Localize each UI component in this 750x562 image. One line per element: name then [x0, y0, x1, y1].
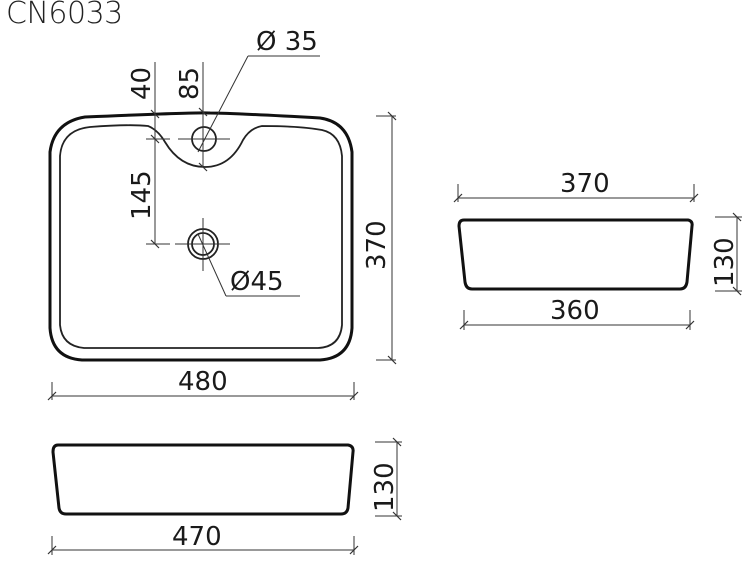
dim-front-bottom-width: 470 — [172, 522, 222, 552]
side-view: 370 360 130 — [453, 169, 742, 330]
front-profile — [51, 443, 355, 516]
dim-front-height: 130 — [370, 462, 400, 512]
basin-outer-outline — [48, 111, 354, 362]
dim-side-bottom-width: 360 — [550, 296, 600, 326]
dim-offset-left: 40 — [127, 67, 157, 100]
dim-drain-distance: 145 — [127, 170, 157, 220]
dim-tap-diameter: Ø 35 — [256, 27, 318, 57]
dim-width: 480 — [178, 367, 228, 397]
side-profile — [457, 218, 694, 291]
front-view: 470 130 — [47, 437, 402, 555]
top-view: 40 85 145 Ø 35 Ø45 370 480 — [47, 27, 397, 401]
dim-side-top-width: 370 — [560, 169, 610, 199]
basin-inner-outline — [59, 124, 343, 349]
dim-side-height: 130 — [710, 237, 740, 287]
model-title: CN6033 — [6, 0, 123, 31]
dim-depth: 370 — [362, 220, 392, 270]
dim-offset-tap: 85 — [175, 67, 205, 100]
dim-drain-diameter: Ø45 — [230, 267, 284, 297]
